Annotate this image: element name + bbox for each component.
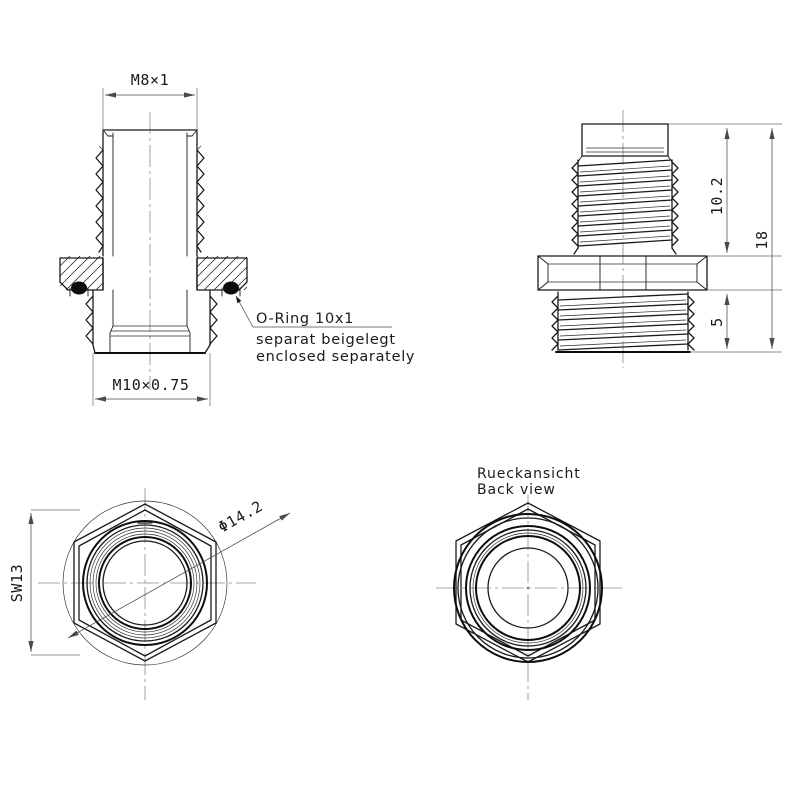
back-hex-outline-inner (460, 508, 596, 657)
back-view-center-dot (526, 586, 530, 590)
back-circle-2 (457, 517, 599, 659)
back-view-label-de: Rueckansicht (477, 466, 581, 482)
lower-thread-profile-left (85, 295, 94, 345)
back-circle-3 (465, 525, 591, 651)
dimension-label-sw13: SW13 (8, 564, 26, 603)
dimension-18: 18 (753, 128, 775, 349)
side-top-cap (581, 123, 669, 157)
side-lower-thread (551, 291, 695, 353)
back-circle-6 (475, 535, 581, 641)
dimension-sw13: SW13 (8, 509, 80, 656)
right-side-view: 10.2 18 5 (537, 110, 782, 368)
lower-thread-profile-right (209, 295, 218, 345)
oring-leader-line (235, 295, 254, 328)
oring-seal-right (223, 281, 239, 295)
dimension-10-2: 10.2 (708, 128, 730, 253)
back-circle-4 (469, 529, 587, 647)
hex-flange-section (59, 256, 248, 291)
oring-note-line1: O-Ring 10x1 (256, 311, 354, 327)
dimension-label-10-2: 10.2 (708, 177, 726, 216)
side-hex-flange (537, 255, 708, 291)
upper-thread-profile-right (196, 149, 205, 253)
back-bore-circle (487, 547, 569, 629)
side-upper-thread (571, 155, 679, 255)
bottom-left-end-view: SW13 Φ14.2 (8, 488, 291, 700)
dimension-label-18: 18 (753, 230, 771, 249)
dimension-m10x075: M10×0.75 (92, 353, 211, 406)
dimension-m8x1: M8×1 (102, 71, 198, 132)
upper-thread-profile-left (95, 149, 104, 253)
dimension-label-m8x1: M8×1 (131, 71, 170, 89)
dimension-5: 5 (708, 294, 730, 349)
lower-thread-body (92, 289, 211, 354)
dimension-label-5: 5 (708, 317, 726, 327)
bottom-right-back-view: Rueckansicht Back view (436, 466, 622, 700)
oring-note-line2: separat beigelegt (256, 332, 396, 348)
back-view-label-en: Back view (477, 482, 556, 498)
front-section-view: M8×1 M10×0.75 O-Ring 10x1 separat beigel… (59, 71, 415, 406)
dimension-label-m10x075: M10×0.75 (112, 376, 189, 394)
oring-callout: O-Ring 10x1 separat beigelegt enclosed s… (235, 295, 415, 365)
oring-note-line3: enclosed separately (256, 349, 415, 365)
back-circle-1 (453, 513, 603, 663)
oring-seal-left (71, 281, 87, 295)
upper-thread-body (102, 129, 198, 257)
back-circle-5 (472, 532, 584, 644)
